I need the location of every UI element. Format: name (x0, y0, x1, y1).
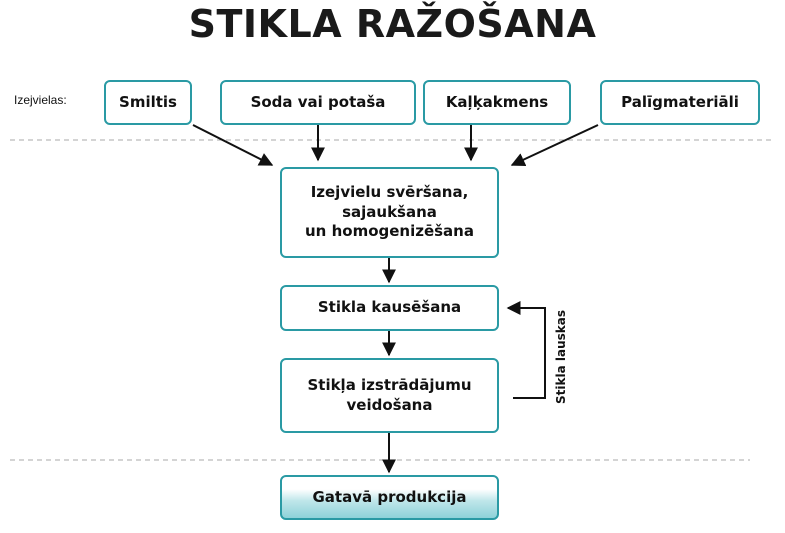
final-product: Gatavā produkcija (280, 475, 499, 520)
final-product-label: Gatavā produkcija (312, 487, 467, 506)
step-melting: Stikla kausēšana (280, 285, 499, 331)
cullet-loop-line (506, 301, 546, 399)
step-mixing: Izejvielu svēršana, sajaukšana un homoge… (280, 167, 499, 258)
raw-material-label: Palīgmateriāli (621, 92, 739, 111)
raw-material-label: Smiltis (119, 92, 177, 111)
step-forming-line: veidošana (346, 395, 433, 414)
cullet-loop-text: Stikla lauskas (554, 310, 568, 404)
raw-material-smiltis: Smiltis (104, 80, 192, 125)
step-forming-line: Stikļa izstrādājumu (307, 375, 472, 394)
step-mixing-line: Izejvielu svēršana, (310, 182, 469, 201)
raw-material-soda: Soda vai potaša (220, 80, 416, 125)
diagram-title: STIKLA RAŽOŠANA (188, 2, 597, 46)
raw-materials-label: Izejvielas: (14, 93, 67, 107)
raw-material-paligmateriali: Palīgmateriāli (600, 80, 760, 125)
arrow-smiltis (192, 124, 274, 166)
raw-material-label: Kaļķakmens (445, 92, 549, 111)
step-mixing-line: un homogenizēšana (305, 222, 474, 241)
step-forming: Stikļa izstrādājumu veidošana (280, 358, 499, 433)
arrow-paligmateriali (510, 124, 599, 167)
step-melting-label: Stikla kausēšana (317, 298, 462, 317)
raw-material-kalkakmens: Kaļķakmens (423, 80, 571, 125)
raw-material-label: Soda vai potaša (250, 92, 386, 111)
step-mixing-line: sajaukšana (342, 202, 437, 221)
